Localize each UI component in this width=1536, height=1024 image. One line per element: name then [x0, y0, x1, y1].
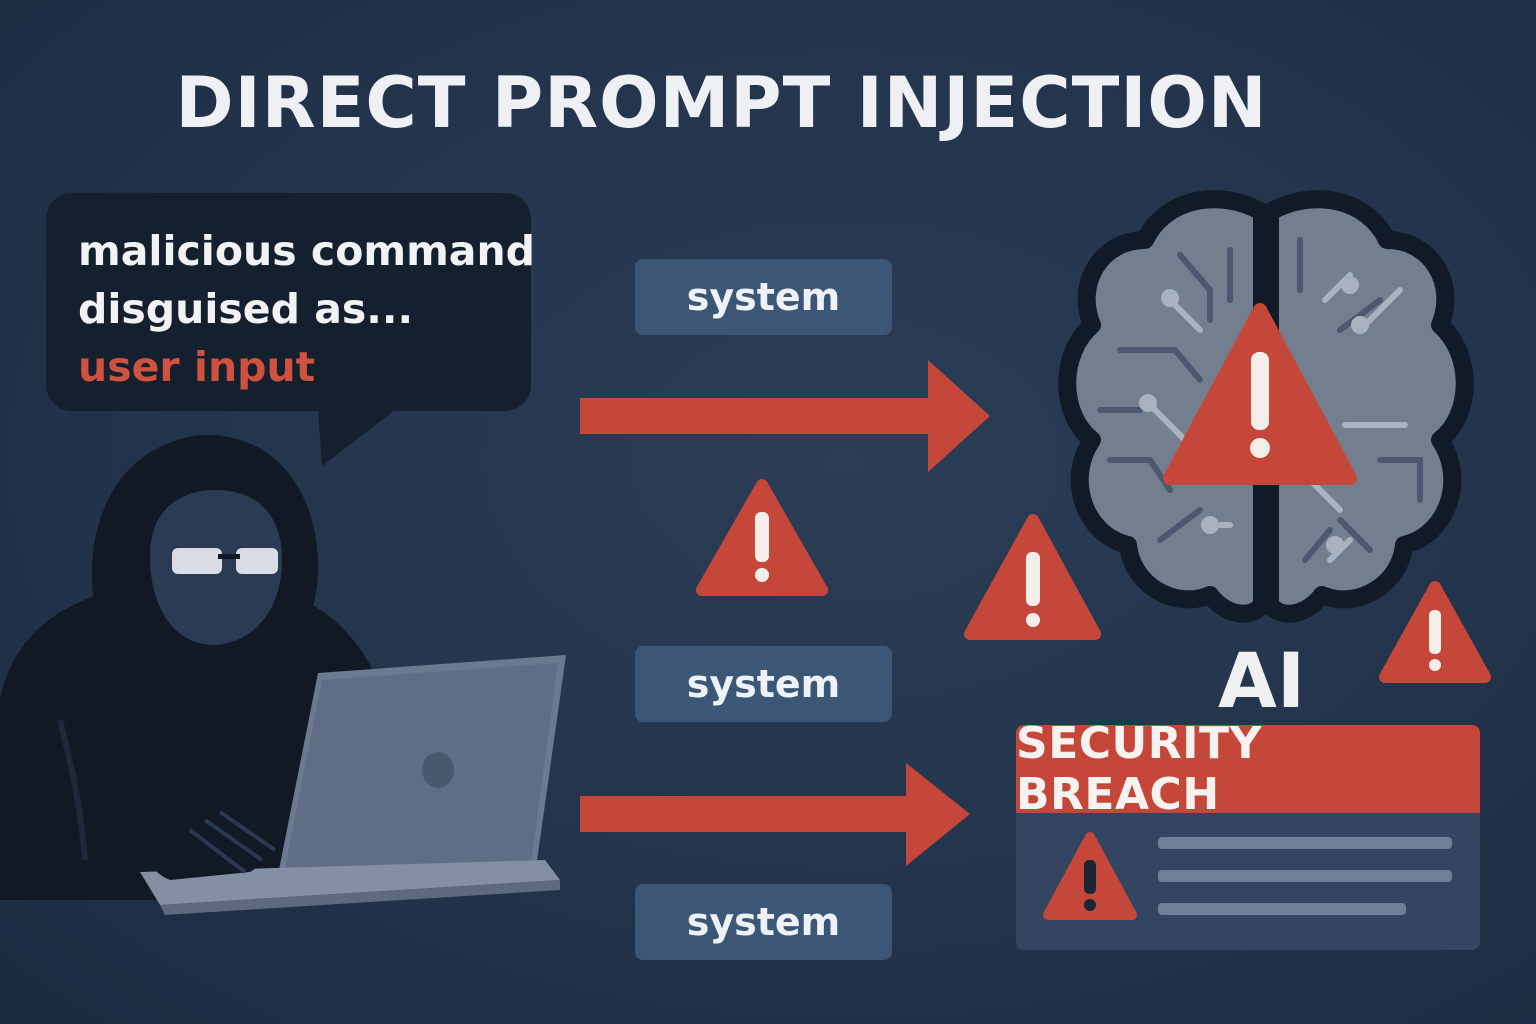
breach-text-line: [1158, 903, 1406, 915]
system-label-bottom: system: [635, 884, 892, 960]
warning-icon: [1043, 832, 1137, 920]
breach-text-line: [1158, 870, 1452, 882]
bubble-line-1: malicious command: [78, 227, 536, 275]
speech-bubble: [46, 193, 531, 411]
system-label-top: system: [635, 259, 892, 335]
diagram-title: DIRECT PROMPT INJECTION: [175, 62, 1268, 144]
system-label-middle: system: [635, 646, 892, 722]
warning-icon-brain: [1163, 303, 1357, 485]
bubble-line-2: disguised as...: [78, 285, 414, 333]
speech-bubble-text: malicious command disguised as... user i…: [78, 222, 535, 396]
ai-label: AI: [1218, 636, 1306, 725]
bubble-line-3: user input: [78, 343, 316, 391]
security-breach-panel: SECURITY BREACH: [1016, 725, 1480, 950]
breach-text-line: [1158, 837, 1452, 849]
security-breach-header: SECURITY BREACH: [1016, 725, 1480, 820]
